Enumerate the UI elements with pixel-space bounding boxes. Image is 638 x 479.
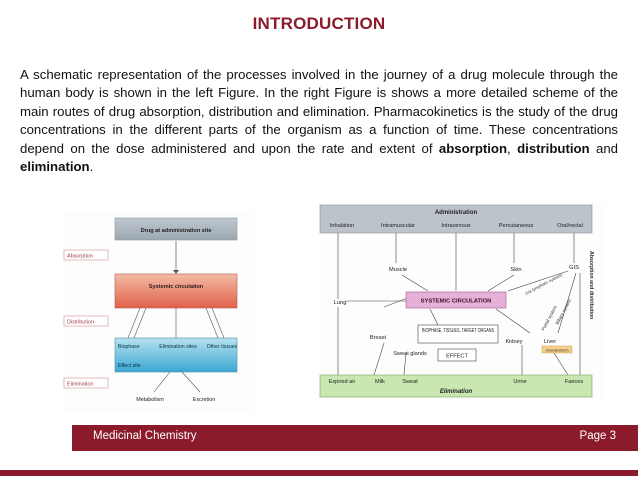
biophase-label: BIOPHASE, TISSUES, TARGET ORGANS (422, 328, 494, 334)
route-inhalation: Inhalation (330, 223, 354, 229)
gis-label: GIS (569, 265, 579, 271)
distribution-stage-tag (63, 315, 109, 327)
absorption-stage-tag (63, 249, 109, 261)
slide-title: INTRODUCTION (252, 14, 386, 33)
period: . (89, 159, 94, 175)
output-expired-air: Expired air (329, 379, 356, 385)
output-milk: Milk (375, 379, 385, 385)
term-distribution: distribution (517, 140, 590, 156)
distribution-stage-label: Distribution (67, 320, 94, 326)
separator: , (507, 140, 518, 156)
effect-label: EFFECT (446, 354, 468, 360)
other-tissues-label: Other tissues (207, 344, 238, 350)
sweat-glands-label: Sweat glands (393, 351, 427, 357)
left-schematic-figure: Drug at administration site Absorption S… (62, 212, 254, 412)
footer-page-number: Page 3 (579, 430, 616, 442)
excretion-label: Excretion (193, 397, 215, 403)
output-urine: Urine (513, 379, 526, 385)
footer-bar: Medicinal Chemistry Page 3 (0, 425, 638, 451)
elimination-sites-label: Elimination sites (159, 344, 197, 350)
effect-box (437, 348, 477, 362)
metabolism-label: Metabolism (136, 397, 164, 403)
systemic-circulation-box (405, 291, 507, 309)
separator: and (589, 140, 619, 156)
metabolism-tag (541, 345, 573, 354)
elimination-stage-tag (63, 377, 109, 389)
elimination-box (319, 374, 593, 398)
term-absorption: absorption (438, 140, 508, 156)
absorption-stage-label: Absorption (67, 254, 93, 260)
metabolism-label: (metabolism) (545, 347, 569, 352)
kidney-label: Kidney (505, 339, 522, 345)
intro-paragraph: A schematic representation of the proces… (20, 66, 618, 176)
biophase-box (417, 324, 499, 344)
route-percutaneous: Percutaneous (499, 223, 534, 229)
administration-box (319, 204, 593, 234)
elimination-stage-label: Elimination (67, 382, 93, 388)
lung-label: Lung (334, 300, 347, 306)
footer-left-gap (0, 425, 72, 451)
footer-course-name: Medicinal Chemistry (93, 430, 197, 442)
systemic-circulation-box (114, 273, 238, 309)
absorption-distribution-side-label: Absorption and distribution (588, 251, 594, 319)
muscle-label: Muscle (389, 267, 407, 273)
liver-label: Liver (544, 339, 556, 345)
term-elimination: elimination (20, 159, 90, 175)
systemic-circulation-label: Systemic circulation (149, 284, 204, 290)
drug-admin-label: Drug at administration site (141, 228, 212, 234)
output-faeces: Faeces (565, 379, 584, 385)
breast-label: Breast (370, 335, 387, 341)
elimination-label: Elimination (440, 389, 473, 395)
skin-label: Skin (510, 267, 521, 273)
effect-site-label: Effect site (118, 363, 141, 369)
route-intravenous: Intravenous (441, 223, 470, 229)
drug-admin-box (114, 217, 238, 241)
administration-label: Administration (435, 210, 478, 216)
right-routes-figure: Administration Inhalation Intramuscular … (318, 203, 604, 399)
paragraph-text: A schematic representation of the proces… (20, 67, 618, 156)
route-oral-rectal: Oral/rectal (557, 223, 583, 229)
biophase-label: Biophase (118, 344, 140, 350)
systemic-circulation-label: SYSTEMIC CIRCULATION (421, 299, 492, 305)
tissue-compartments-box (114, 337, 238, 373)
bottom-accent-line (0, 470, 638, 476)
output-sweat: Sweat (402, 379, 418, 385)
route-intramuscular: Intramuscular (381, 223, 415, 229)
